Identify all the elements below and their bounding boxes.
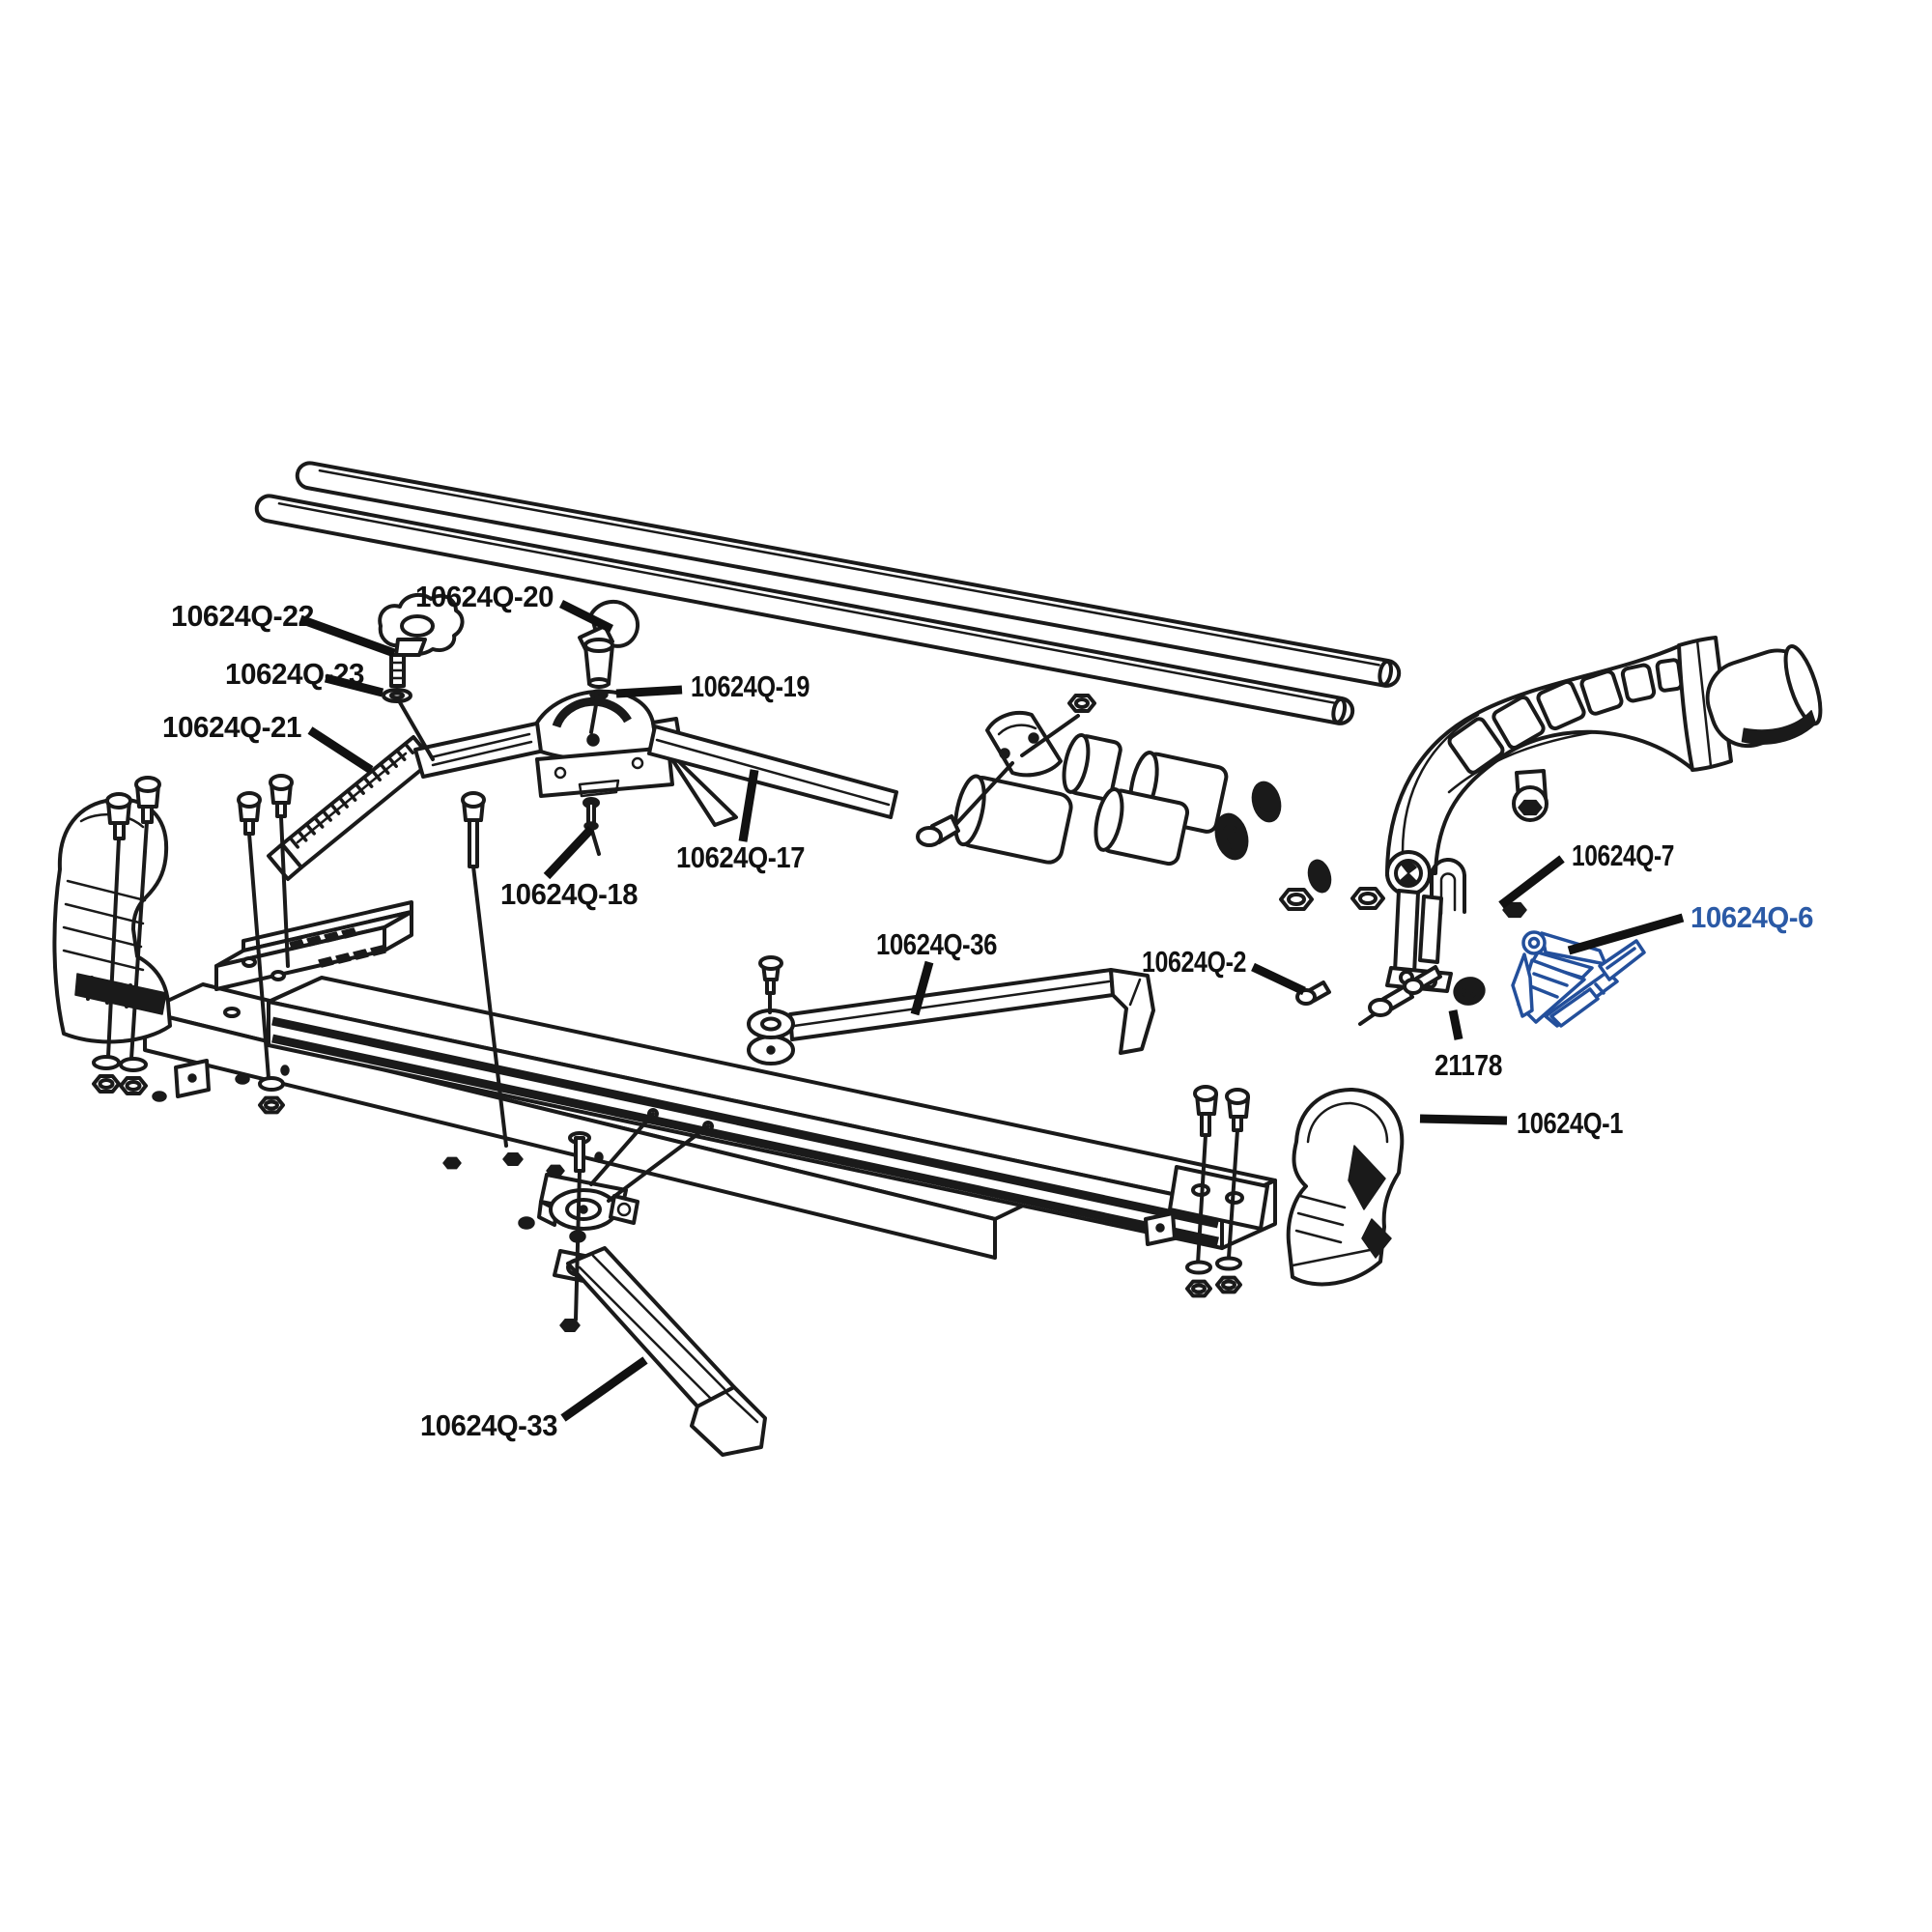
label-10624Q-17: 10624Q-17 <box>676 840 805 874</box>
label-10624Q-7: 10624Q-7 <box>1572 838 1674 872</box>
measuring-plate <box>214 900 413 991</box>
fasteners <box>92 592 1527 1332</box>
swing-arm <box>747 968 1155 1065</box>
leader-10624Q-20 <box>558 599 614 634</box>
rail-channel <box>267 976 1277 1250</box>
label-10624Q-2: 10624Q-2 <box>1142 945 1246 979</box>
leader-10624Q-7 <box>1498 855 1565 909</box>
leader-10624Q-17 <box>738 769 759 842</box>
leader-10624Q-22 <box>298 614 396 658</box>
spacer-ring <box>1307 859 1332 894</box>
rail-end-bracket <box>1168 1165 1269 1231</box>
label-10624Q-21: 10624Q-21 <box>162 710 301 744</box>
leg-pin <box>568 1131 591 1173</box>
pin-18 <box>582 797 600 831</box>
right-end-support <box>1286 1088 1405 1287</box>
leader-10624Q-23 <box>324 673 384 697</box>
star-knob <box>378 592 465 688</box>
label-10624Q-1: 10624Q-1 <box>1517 1106 1623 1140</box>
label-10624Q-18: 10624Q-18 <box>500 877 638 911</box>
label-10624Q-23: 10624Q-23 <box>225 657 364 691</box>
roller <box>1062 732 1122 802</box>
hex-bolt <box>1193 1085 1218 1137</box>
leader-10624Q-1 <box>1419 1114 1508 1125</box>
hex-bolt <box>237 791 262 836</box>
roller-washer <box>1251 781 1282 823</box>
washer-23 <box>382 688 412 703</box>
labels-layer: 10624Q-22 10624Q-20 10624Q-23 10624Q-19 1062… <box>162 580 1814 1442</box>
label-10624Q-6[interactable]: 10624Q-6 <box>1690 900 1814 934</box>
label-10624Q-20: 10624Q-20 <box>415 580 554 613</box>
lower-leg-assembly <box>537 1173 767 1457</box>
hex-bolt <box>105 792 132 840</box>
label-21178: 21178 <box>1435 1048 1502 1082</box>
leader-10624Q-18 <box>543 825 595 880</box>
leader-10624Q-21 <box>307 726 374 774</box>
hex-bolt <box>1225 1088 1250 1132</box>
label-10624Q-19: 10624Q-19 <box>691 669 810 703</box>
clamp-lever <box>578 599 639 689</box>
handle-assembly <box>1385 636 1823 993</box>
left-end-support <box>52 797 172 1044</box>
washer-19 <box>589 689 609 700</box>
roller-washer <box>1214 812 1249 861</box>
roller <box>1094 787 1190 867</box>
label-10624Q-36: 10624Q-36 <box>876 927 997 961</box>
leader-10624Q-36 <box>910 960 934 1016</box>
leader-10624Q-2 <box>1251 962 1306 996</box>
washer-21178 <box>1453 977 1486 1006</box>
hex-bolt <box>461 791 486 868</box>
guide-rail-tube-lower <box>254 494 1355 725</box>
square-nut-plate <box>174 1059 211 1098</box>
alignment-lines <box>106 696 1424 1321</box>
leader-10624Q-6 <box>1567 913 1685 955</box>
leader-10624Q-33 <box>560 1356 648 1422</box>
carriage-bolt <box>916 814 960 847</box>
pivot-bolt <box>1403 965 1442 995</box>
roller-carriage <box>953 711 1332 894</box>
hex-bolt <box>269 774 294 818</box>
leader-10624Q-19 <box>615 685 683 698</box>
angle-ruler-assembly <box>267 689 898 881</box>
hex-bolt <box>758 955 783 995</box>
leader-21178 <box>1448 1009 1463 1040</box>
label-10624Q-22: 10624Q-22 <box>171 599 314 633</box>
label-10624Q-33: 10624Q-33 <box>420 1408 557 1442</box>
handle-grip <box>1705 644 1823 749</box>
hex-bolt <box>134 776 161 824</box>
guide-rail-tube-upper <box>295 461 1402 688</box>
